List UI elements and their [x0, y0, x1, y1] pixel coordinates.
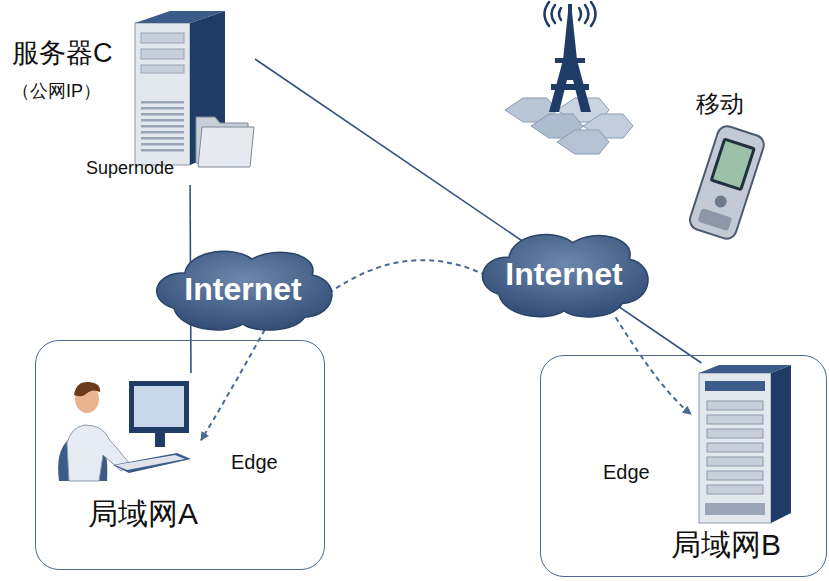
- mobile-phone: 移动: [680, 90, 770, 240]
- network-link: [255, 59, 702, 363]
- role-label: Supernode: [86, 158, 174, 179]
- edge-server-art: [691, 363, 796, 523]
- edge-pc: Edge: [51, 373, 201, 485]
- cloud-label: Internet: [505, 256, 622, 293]
- ip-note: （公网IP）: [12, 81, 101, 102]
- internet-cloud: Internet: [478, 228, 650, 320]
- internet-cloud: Internet: [152, 245, 334, 333]
- cell-tower: [495, 0, 640, 165]
- mobile-label: 移动: [696, 90, 744, 118]
- cloud-label: Internet: [184, 271, 301, 308]
- edge-pc-art: [51, 373, 201, 485]
- lan-name: 局域网B: [671, 528, 781, 563]
- tunnel-link: [201, 329, 265, 440]
- lan-region: 局域网B Edge: [540, 355, 827, 577]
- edge-label: Edge: [231, 451, 278, 474]
- edge-server: Edge: [691, 363, 796, 523]
- lan-name: 局域网A: [88, 497, 198, 532]
- tunnel-link: [329, 260, 484, 293]
- supernode-server: 服务器C （公网IP） Supernode: [10, 5, 255, 185]
- server-name: 服务器C: [12, 38, 113, 69]
- tunnel-link: [616, 317, 691, 414]
- lan-region: 局域网A Edge: [35, 340, 325, 570]
- edge-label: Edge: [603, 461, 650, 484]
